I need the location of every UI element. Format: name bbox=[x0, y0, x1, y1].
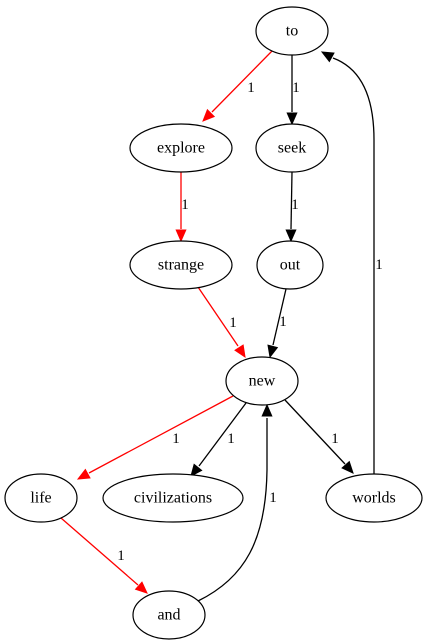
node-label-worlds: worlds bbox=[352, 490, 396, 507]
edge-line-new-worlds bbox=[284, 399, 346, 465]
edge-line-worlds-to bbox=[332, 57, 375, 474]
node-shape-seek bbox=[255, 123, 329, 173]
edge-new-life: 1 bbox=[76, 395, 234, 480]
node-to: to bbox=[255, 6, 329, 56]
edge-new-civilizations: 1 bbox=[190, 402, 247, 477]
edge-label-seek-out: 1 bbox=[291, 197, 299, 213]
node-shape-life bbox=[4, 473, 78, 523]
node-out: out bbox=[256, 240, 324, 290]
node-label-new: new bbox=[249, 373, 276, 390]
arrowhead-new-worlds bbox=[341, 460, 354, 474]
edge-line-seek-out bbox=[290, 171, 293, 230]
edge-line-and-new bbox=[197, 418, 268, 602]
edge-life-and: 1 bbox=[60, 517, 148, 594]
nodes-layer: to explore seek strange out new life civilizati… bbox=[4, 6, 423, 640]
node-strange: strange bbox=[129, 240, 233, 290]
edge-explore-strange: 1 bbox=[175, 172, 189, 243]
node-worlds: worlds bbox=[325, 473, 423, 523]
edge-line-new-civilizations bbox=[198, 402, 247, 467]
edge-line-new-life bbox=[88, 395, 234, 474]
arrowhead-seek-out bbox=[285, 229, 297, 243]
node-shape-explore bbox=[129, 123, 233, 173]
arrowhead-new-civilizations bbox=[190, 463, 203, 477]
node-civilizations: civilizations bbox=[102, 473, 244, 523]
edge-label-to-explore: 1 bbox=[247, 80, 255, 96]
arrowhead-life-and bbox=[134, 581, 148, 594]
edge-label-life-and: 1 bbox=[117, 548, 125, 564]
node-label-civilizations: civilizations bbox=[134, 490, 212, 507]
node-label-out: out bbox=[280, 257, 301, 274]
edge-to-seek: 1 bbox=[286, 55, 300, 126]
edge-to-explore: 1 bbox=[202, 50, 273, 122]
edge-label-new-worlds: 1 bbox=[331, 431, 339, 447]
node-label-and: and bbox=[157, 607, 180, 624]
edge-worlds-to: 1 bbox=[320, 51, 383, 474]
arrowhead-strange-new bbox=[234, 344, 246, 359]
node-shape-out bbox=[256, 240, 324, 290]
node-shape-worlds bbox=[325, 473, 423, 523]
edge-line-to-explore bbox=[211, 50, 273, 113]
edge-line-out-new bbox=[272, 288, 287, 346]
edge-new-worlds: 1 bbox=[284, 399, 354, 474]
arrowhead-out-new bbox=[267, 344, 279, 359]
edge-line-strange-new bbox=[197, 286, 239, 347]
arrowhead-new-life bbox=[76, 468, 91, 480]
node-shape-and bbox=[132, 590, 206, 640]
arrowhead-to-seek bbox=[286, 112, 298, 126]
edges-layer: 1 1 1 1 1 1 1 1 1 1 1 1 bbox=[60, 50, 383, 602]
edge-label-and-new: 1 bbox=[269, 490, 277, 506]
edge-strange-new: 1 bbox=[197, 286, 246, 359]
edge-out-new: 1 bbox=[267, 288, 287, 359]
node-seek: seek bbox=[255, 123, 329, 173]
node-explore: explore bbox=[129, 123, 233, 173]
node-shape-to bbox=[255, 6, 329, 56]
edge-label-strange-new: 1 bbox=[229, 315, 237, 331]
arrowhead-and-new bbox=[261, 403, 273, 417]
edge-seek-out: 1 bbox=[285, 171, 299, 243]
node-label-to: to bbox=[286, 23, 298, 40]
node-new: new bbox=[225, 356, 299, 406]
node-shape-civilizations bbox=[102, 473, 244, 523]
arrowhead-explore-strange bbox=[175, 229, 187, 243]
edge-line-life-and bbox=[60, 517, 139, 586]
arrowhead-worlds-to bbox=[320, 51, 335, 63]
edge-label-explore-strange: 1 bbox=[181, 197, 189, 213]
node-and: and bbox=[132, 590, 206, 640]
node-label-explore: explore bbox=[157, 140, 205, 157]
node-life: life bbox=[4, 473, 78, 523]
edge-label-worlds-to: 1 bbox=[375, 257, 383, 273]
arrowhead-to-explore bbox=[202, 108, 216, 122]
node-shape-new bbox=[225, 356, 299, 406]
node-label-strange: strange bbox=[158, 257, 204, 274]
edge-label-new-civilizations: 1 bbox=[227, 431, 235, 447]
edge-label-new-life: 1 bbox=[172, 431, 180, 447]
node-shape-strange bbox=[129, 240, 233, 290]
edge-label-to-seek: 1 bbox=[292, 80, 300, 96]
node-label-life: life bbox=[30, 490, 51, 507]
node-label-seek: seek bbox=[278, 140, 306, 157]
edge-and-new: 1 bbox=[197, 403, 277, 602]
edge-label-out-new: 1 bbox=[279, 314, 287, 330]
